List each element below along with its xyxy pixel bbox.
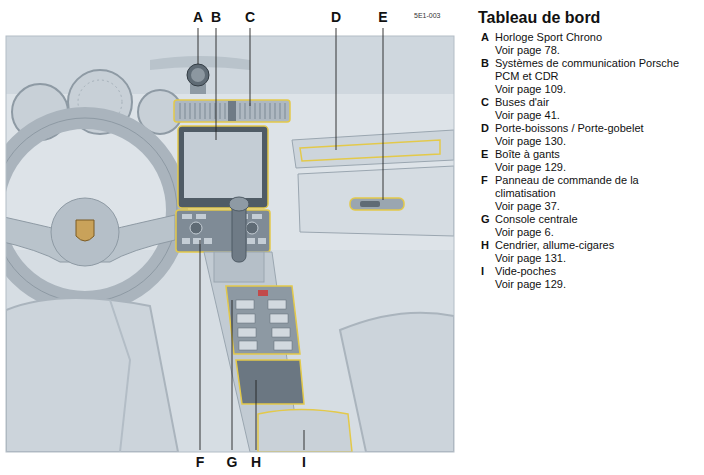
page-reference: Voir page 41.	[495, 109, 700, 122]
callout-letter: F	[192, 454, 208, 470]
key-letter: A	[481, 31, 489, 44]
key-description: Panneau de commande de la climatisation	[495, 174, 700, 200]
key-item: A Horloge Sport ChronoVoir page 78.	[481, 31, 700, 57]
page-reference: Voir page 129.	[495, 161, 700, 174]
key-item: I Vide-pochesVoir page 129.	[481, 265, 700, 291]
key-item: F Panneau de commande de la climatisation…	[481, 174, 700, 213]
key-letter: F	[481, 174, 488, 187]
key-letter: B	[481, 57, 489, 70]
key-description: Porte-boissons / Porte-gobelet	[495, 122, 700, 135]
key-description: Horloge Sport Chrono	[495, 31, 700, 44]
page-reference: Voir page 131.	[495, 252, 700, 265]
key-description: Systèmes de communication Porsche PCM et…	[495, 57, 700, 83]
title: Tableau de bord	[478, 8, 600, 27]
key-item: G Console centraleVoir page 6.	[481, 213, 700, 239]
key-description: Buses d'air	[495, 96, 700, 109]
callout-letter: A	[190, 9, 206, 25]
callout-letter: E	[375, 9, 391, 25]
key-item: D Porte-boissons / Porte-gobeletVoir page…	[481, 122, 700, 148]
callout-letter: B	[208, 9, 224, 25]
callout-letter: C	[242, 9, 258, 25]
page-reference: Voir page 109.	[495, 83, 700, 96]
key-item: C Buses d'airVoir page 41.	[481, 96, 700, 122]
key-letter: H	[481, 239, 489, 252]
callout-letter: G	[224, 454, 240, 470]
key-letter: I	[481, 265, 484, 278]
key-description: Boîte à gants	[495, 148, 700, 161]
key-list: A Horloge Sport ChronoVoir page 78. B Systè…	[481, 31, 700, 291]
page-reference: Voir page 130.	[495, 135, 700, 148]
page-reference: Voir page 37.	[495, 200, 700, 213]
page-reference: Voir page 6.	[495, 226, 700, 239]
callout-letter: H	[248, 454, 264, 470]
key-description: Cendrier, allume-cigares	[495, 239, 700, 252]
key-letter: G	[481, 213, 490, 226]
figure-code: 5E1-003	[414, 11, 440, 20]
key-letter: D	[481, 122, 489, 135]
key-letter: E	[481, 148, 488, 161]
page-reference: Voir page 129.	[495, 278, 700, 291]
key-item: H Cendrier, allume-cigaresVoir page 131.	[481, 239, 700, 265]
key-description: Vide-poches	[495, 265, 700, 278]
page-reference: Voir page 78.	[495, 44, 700, 57]
callout-letter: D	[328, 9, 344, 25]
key-letter: C	[481, 96, 489, 109]
key-item: B Systèmes de communication Porsche PCM e…	[481, 57, 700, 96]
key-item: E Boîte à gantsVoir page 129.	[481, 148, 700, 174]
key-description: Console centrale	[495, 213, 700, 226]
callout-letter: I	[296, 454, 312, 470]
